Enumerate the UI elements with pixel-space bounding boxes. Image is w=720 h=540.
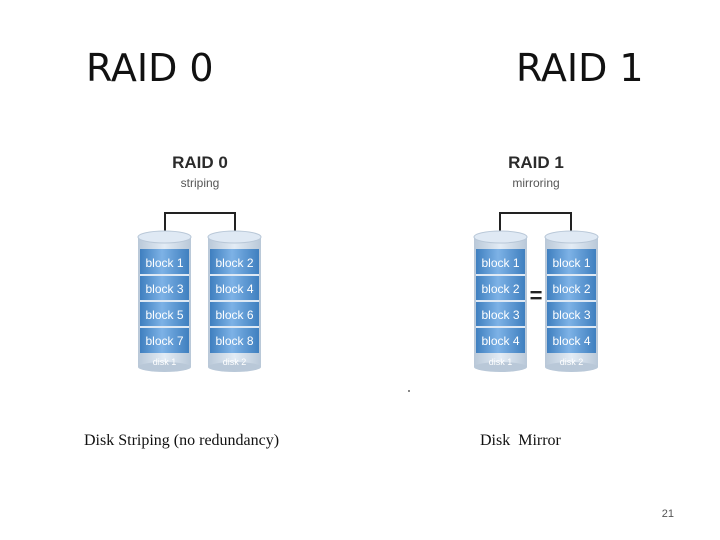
raid1-disk1-block: block 1 [481,256,519,270]
raid1-disk2-block: block 1 [552,256,590,270]
raid0-diagram: RAID 0 striping block 1 block 3 block 5 … [137,153,262,372]
raid0-disk-1: block 1 block 3 block 5 block 7 disk 1 [137,230,192,372]
raid0-disk-2: block 2 block 4 block 6 block 8 disk 2 [207,230,262,372]
raid0-heading: RAID 0 [86,46,214,90]
raid1-diagram-subtitle: mirroring [512,176,559,190]
page-number: 21 [661,508,674,520]
raid1-disk2-block: block 4 [552,334,590,348]
raid1-disk2-block: block 3 [552,308,590,322]
stray-dot [408,390,410,392]
raid1-disk1-label: disk 1 [489,357,513,367]
raid1-connector-line [499,212,572,236]
raid1-disk-2: block 1 block 2 block 3 block 4 disk 2 [544,230,599,372]
raid0-disk1-block: block 5 [145,308,183,322]
raid1-heading: RAID 1 [516,46,644,90]
raid0-disk1-label: disk 1 [153,357,177,367]
raid1-disk1-block: block 4 [481,334,519,348]
raid1-disk1-block: block 3 [481,308,519,322]
raid1-diagram-title: RAID 1 [508,153,564,172]
raid0-diagram-subtitle: striping [181,176,220,190]
raid0-disk2-block: block 8 [215,334,253,348]
raid0-disk1-block: block 7 [145,334,183,348]
raid0-disk1-block: block 3 [145,282,183,296]
raid0-diagram-title: RAID 0 [172,153,228,172]
raid0-caption: Disk Striping (no redundancy) [84,432,280,449]
raid1-caption: Disk Mirror [480,432,561,449]
raid0-disk2-block: block 6 [215,308,253,322]
raid1-disk1-block: block 2 [481,282,519,296]
mirror-equals-symbol: = [530,283,543,308]
raid1-disk2-block: block 2 [552,282,590,296]
raid1-diagram: RAID 1 mirroring block 1 block 2 block 3… [473,153,599,372]
raid0-disk2-label: disk 2 [223,357,247,367]
raid1-disk2-label: disk 2 [560,357,584,367]
raid0-disk2-block: block 2 [215,256,253,270]
raid1-disk-1: block 1 block 2 block 3 block 4 disk 1 [473,230,528,372]
raid0-disk1-block: block 1 [145,256,183,270]
raid0-connector-line [164,212,236,236]
raid0-disk2-block: block 4 [215,282,253,296]
